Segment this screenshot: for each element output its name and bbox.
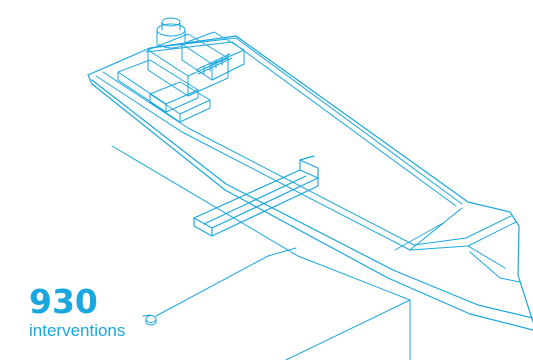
- bridge-structure: [118, 18, 244, 122]
- deck-outline: [96, 38, 520, 282]
- stat-block: 930 interventions: [29, 284, 209, 342]
- gangway-beam: [194, 156, 318, 236]
- stat-number: 930: [29, 284, 209, 320]
- stat-label: interventions: [29, 320, 209, 342]
